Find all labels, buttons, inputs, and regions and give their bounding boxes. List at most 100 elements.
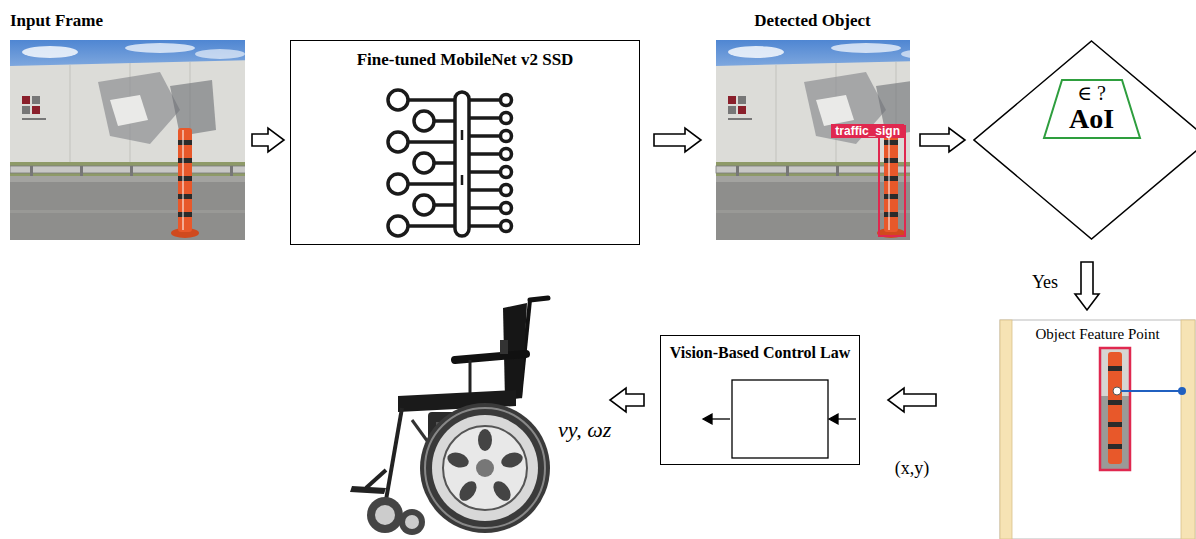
block-arrow [252, 128, 284, 152]
text-group: Detected Object [715, 5, 910, 32]
wheelchair-node: vy, ωz [355, 290, 600, 535]
wheelchair-picture-part [456, 478, 480, 504]
wheelchair-picture [350, 298, 550, 535]
text-group: Fine-tuned MobileNet v2 SSD [291, 41, 639, 71]
wheelchair-picture-part [530, 298, 548, 300]
control-block-symbol-part [710, 418, 730, 419]
text-group: Vision-Based Control Law [661, 336, 859, 364]
network-icon-part [501, 131, 512, 142]
wheelchair-picture-part [445, 450, 470, 470]
text-group: traffic_sign [829, 114, 906, 141]
diamond-outline-path [974, 41, 1196, 239]
network-icon-part [388, 174, 408, 194]
wheelchair-picture-part [367, 497, 403, 533]
network-icon-part [408, 182, 455, 186]
block-arrow [888, 388, 936, 412]
feature-panel-picture [1000, 320, 1195, 539]
edge-label: (x,y) [892, 457, 933, 479]
network-icon-part [501, 185, 512, 196]
feature-panel-picture-part [1000, 320, 1195, 539]
heading-text: Detected Object [754, 10, 871, 32]
text-group: Object Feature Point [1000, 320, 1195, 343]
block-arrow [1075, 262, 1099, 310]
wheelchair-picture-part [420, 403, 550, 533]
wheelchair-picture-part [499, 450, 524, 470]
wheelchair-picture-part [455, 354, 526, 360]
block-arrow [920, 128, 965, 152]
network-icon-part [414, 153, 434, 173]
detection-frame: traffic_sign Detected Object [715, 5, 910, 242]
edge-label: Yes [1029, 271, 1061, 293]
wheelchair-picture-part [490, 478, 514, 504]
block-arrow [654, 128, 701, 152]
network-icon-part [455, 92, 469, 236]
feature-panel-picture-part [1117, 390, 1181, 392]
block-arrow [610, 388, 644, 412]
box-title: Vision-Based Control Law [670, 342, 850, 364]
wheelchair-picture-part [399, 509, 425, 535]
heading-text: Input Frame [10, 10, 103, 32]
network-icon-part [408, 140, 455, 144]
network-icon-part [434, 161, 455, 165]
network-icon-part [408, 224, 455, 228]
detection-photo-part [716, 40, 910, 240]
input-photo-part [10, 40, 245, 240]
network-icon-part [501, 113, 512, 124]
network-icon-part [388, 216, 408, 236]
control-block-symbol-part [732, 380, 828, 458]
condition-text: AoI [973, 104, 1196, 134]
feature-panel-picture-part [1100, 348, 1130, 470]
network-icon [388, 90, 512, 236]
network-icon-part [469, 188, 500, 192]
wheelchair-picture-part [366, 470, 386, 488]
wheelchair-picture-part [469, 360, 472, 395]
network-icon-part [469, 116, 500, 120]
network-icon-part [501, 149, 512, 160]
network-icon-part [501, 203, 512, 214]
detection-photo [716, 40, 910, 240]
control-law-box: Vision-Based Control Law [660, 335, 860, 465]
network-icon-part [469, 98, 500, 102]
network-icon-part [501, 221, 512, 232]
network-icon-part [434, 119, 455, 123]
wheelchair-picture-part [500, 340, 508, 354]
wheelchair-picture-part [405, 515, 419, 529]
network-box: Fine-tuned MobileNet v2 SSD [290, 40, 640, 245]
feature-panel: Object Feature Point [1000, 320, 1195, 539]
condition-text: ∈ ? [973, 82, 1196, 104]
network-icon-part [388, 90, 408, 110]
feature-panel-picture-part [1108, 444, 1122, 449]
feature-panel-picture-part [1178, 387, 1186, 395]
input-photo [10, 40, 245, 240]
wheelchair-picture-part [478, 429, 492, 451]
input-frame: Input Frame [8, 5, 248, 242]
bounding-box: traffic_sign [878, 125, 906, 237]
text-group: vy, ωz [558, 418, 611, 442]
feature-panel-picture-part [1100, 348, 1130, 470]
wheelchair-picture-part [443, 426, 527, 510]
feature-panel-picture-part [1113, 387, 1121, 395]
feature-panel-picture-part [1108, 352, 1122, 464]
network-icon-part [469, 224, 500, 228]
box-title: Fine-tuned MobileNet v2 SSD [357, 49, 574, 71]
network-icon-part [408, 98, 455, 102]
feature-panel-picture-part [1108, 366, 1122, 371]
network-icon-part [414, 195, 434, 215]
wheelchair-picture-part [386, 408, 402, 500]
panel-title: Object Feature Point [1033, 325, 1161, 343]
network-icon-part [414, 111, 434, 131]
control-block-symbol-part [836, 418, 856, 419]
control-block-symbol-part [703, 414, 712, 424]
wheelchair-picture-part [432, 415, 538, 521]
text-group: ∈ ?AoI [973, 82, 1196, 134]
network-icon-part [469, 206, 500, 210]
diamond-outline [973, 40, 1196, 240]
network-icon-part [469, 152, 500, 156]
wheelchair-picture-part [350, 486, 386, 494]
wheelchair-picture-part [476, 459, 494, 477]
network-icon-part [469, 170, 500, 174]
network-icon-part [461, 130, 464, 140]
